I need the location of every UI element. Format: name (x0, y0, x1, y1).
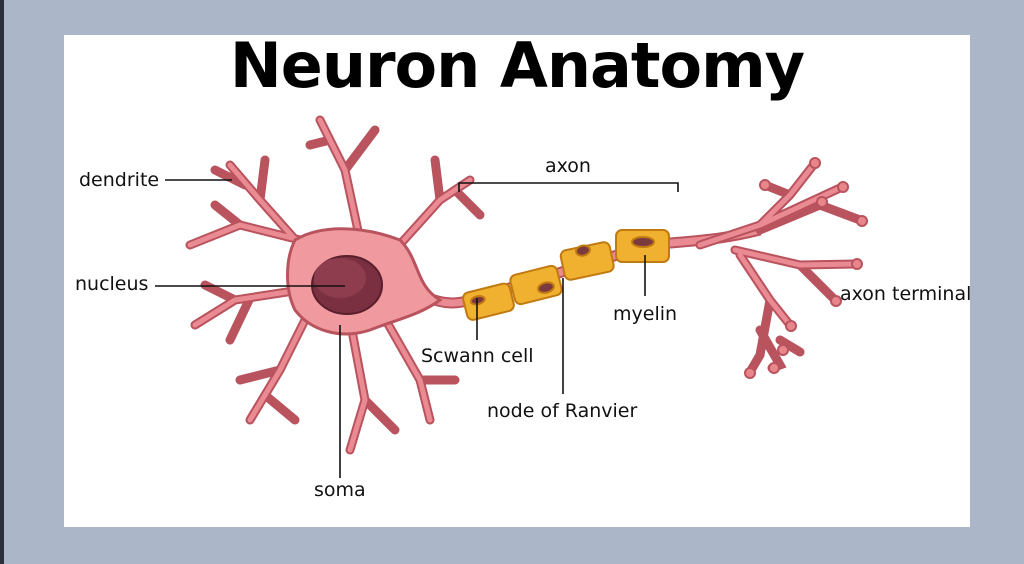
leader-lines (155, 179, 679, 478)
myelin-sheaths (462, 229, 670, 321)
diagram-title: Neuron Anatomy (229, 35, 805, 102)
label-dendrite: dendrite (79, 169, 159, 191)
label-schwann-cell: Scwann cell (421, 345, 534, 367)
label-soma: soma (314, 479, 366, 501)
dendrites (185, 115, 485, 455)
window-edge (0, 0, 4, 564)
label-axon-terminal: axon terminal (840, 283, 970, 305)
label-axon: axon (545, 155, 591, 177)
axon-terminals (695, 157, 868, 379)
neuron-diagram: dendrite nucleus soma axon Scwann cell n… (75, 115, 970, 501)
schwann-cell (462, 282, 515, 321)
label-node-of-ranvier: node of Ranvier (487, 400, 637, 422)
label-nucleus: nucleus (75, 273, 148, 295)
label-myelin: myelin (613, 303, 677, 325)
diagram-panel: Neuron Anatomy (64, 35, 970, 527)
